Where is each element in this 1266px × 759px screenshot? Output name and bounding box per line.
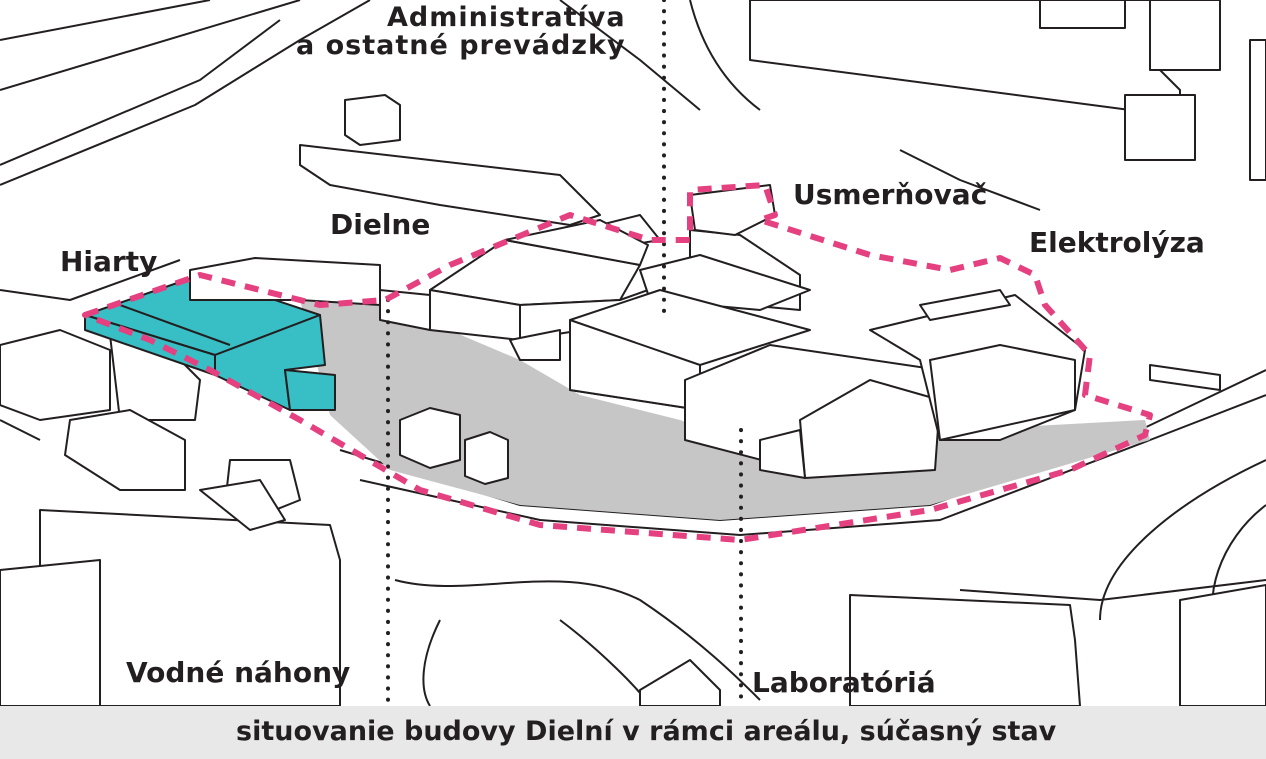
small-crates [399,407,509,485]
background-buildings-north [299,0,1266,251]
leader-lines [386,0,743,702]
label-dielne: Dielne [330,208,431,241]
central-buildings [569,184,811,411]
label-hiarty: Hiarty [60,245,158,278]
courtyard-area [300,300,1150,520]
label-administrativa-line1: Administratíva [387,2,626,33]
label-laboratoria: Laboratóriá [752,666,936,699]
caption-text: situovanie budovy Dielní v rámci areálu,… [236,716,1057,747]
site-boundary [82,182,1153,543]
caption-bar: situovanie budovy Dielní v rámci areálu,… [0,706,1266,759]
label-administrativa: Administratíva a ostatné prevádzky [296,2,626,62]
label-usmernovac: Usmerňovač [793,178,988,211]
background-buildings-south [639,584,1266,707]
label-administrativa-line2: a ostatné prevádzky [296,30,626,62]
laboratoria-elektrolyza-buildings [684,289,1221,479]
label-vodne-nahony: Vodné náhony [126,656,351,689]
dielne-buildings [189,219,649,361]
label-elektrolyza: Elektrolýza [1029,226,1205,259]
background-buildings-west [0,329,341,707]
